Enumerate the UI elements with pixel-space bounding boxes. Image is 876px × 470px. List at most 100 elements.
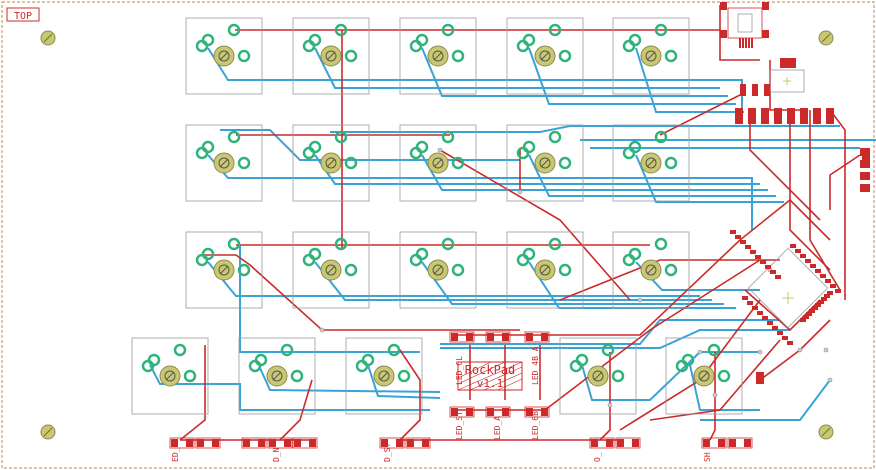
key-switch-footprint-icon — [131, 337, 209, 415]
smd-pad — [735, 108, 743, 124]
key-switch-footprint-icon — [185, 231, 263, 309]
led-diode-footprint — [485, 331, 511, 343]
led-diode-footprint — [195, 437, 221, 449]
mount-holes — [40, 30, 834, 440]
label-d-sy: D_SY — [383, 443, 392, 462]
smd-pad — [815, 269, 821, 273]
led-diode-footprint — [292, 437, 318, 449]
top-trace — [809, 110, 841, 291]
top-trace — [545, 239, 741, 336]
via-icon — [517, 189, 523, 195]
smd-pad — [787, 341, 793, 345]
smd-pad — [818, 300, 824, 304]
top-trace — [719, 5, 760, 61]
smd-pad — [824, 294, 830, 298]
key-switch-footprint-icon — [345, 337, 423, 415]
label-o: O_ — [593, 452, 602, 462]
smd-pad — [860, 148, 870, 156]
label-led-cl: LED_CL — [455, 356, 464, 385]
voltage-regulator — [769, 69, 805, 93]
led-diode-footprint — [524, 406, 550, 418]
smd-pad — [755, 255, 761, 259]
via-icon — [697, 349, 703, 355]
smd-pad — [742, 296, 748, 300]
key-switch-footprint-icon — [506, 231, 584, 309]
bottom-trace — [689, 364, 760, 411]
led-diode-footprint — [701, 437, 727, 449]
smd-pad — [860, 184, 870, 192]
led-diode-footprint — [379, 437, 405, 449]
smd-pad — [757, 311, 763, 315]
smd-pad — [815, 303, 821, 307]
smd-pad — [835, 289, 841, 293]
top-trace — [544, 259, 761, 411]
bottom-trace — [259, 367, 441, 393]
smd-pad — [809, 309, 815, 313]
smd-pad — [740, 240, 746, 244]
led-diode-footprint — [405, 437, 431, 449]
silkscreen-labels: LED_CL LED_ST LED_4B_A LED_A LED_6B ED_C… — [171, 346, 712, 462]
smd-pad — [760, 260, 766, 264]
smd-pad — [756, 372, 764, 384]
smd-pad — [827, 291, 833, 295]
mount-hole-icon — [40, 30, 56, 46]
smd-pad — [720, 2, 727, 10]
key-switch-footprint-icon — [399, 124, 477, 202]
top-trace — [599, 352, 611, 441]
board-version: v1.1 — [477, 377, 504, 390]
smd-pad — [762, 2, 769, 10]
top-trace — [649, 339, 781, 421]
top-trace — [659, 94, 741, 136]
smd-pad — [730, 230, 736, 234]
label-led-st: LED_ST — [455, 411, 464, 440]
via-icon — [607, 402, 613, 408]
smd-pad — [774, 108, 782, 124]
smd-pad — [803, 315, 809, 319]
smd-pad — [787, 108, 795, 124]
via-icon — [437, 147, 443, 153]
board-title: RockPad — [465, 363, 516, 377]
smd-pad — [767, 321, 773, 325]
bottom-trace — [635, 154, 784, 203]
top-layer-text: TOP — [14, 11, 32, 22]
smd-pad — [762, 316, 768, 320]
top-trace — [200, 254, 520, 331]
smd-pad — [742, 38, 744, 48]
key-switch-footprint-icon — [399, 17, 477, 95]
led-diode-footprint — [241, 437, 267, 449]
smd-pad — [720, 30, 727, 38]
smd-pad — [795, 249, 801, 253]
led-diode-footprint — [267, 437, 293, 449]
smd-pad — [775, 275, 781, 279]
top-trace — [179, 345, 206, 441]
smd-pad — [800, 108, 808, 124]
smd-pad — [748, 108, 756, 124]
key-switch-footprint-icon — [238, 337, 316, 415]
via-icon — [319, 327, 325, 333]
smd-pad — [821, 297, 827, 301]
bottom-trace — [220, 129, 520, 161]
via-icon — [827, 377, 833, 383]
smd-pad — [800, 254, 806, 258]
label-sh: SH — [703, 452, 712, 462]
smd-pad — [735, 235, 741, 239]
smd-pad — [752, 306, 758, 310]
key-switch-footprint-icon — [399, 231, 477, 309]
key-switch-footprint-icon — [665, 337, 743, 415]
mount-hole-icon — [40, 424, 56, 440]
smd-pad — [813, 108, 821, 124]
bottom-trace — [528, 154, 776, 197]
smd-pad — [860, 172, 870, 180]
smd-pad — [745, 38, 747, 48]
smd-pad — [782, 336, 788, 340]
bottom-trace — [440, 319, 780, 345]
top-layer-label: TOP — [6, 7, 40, 22]
led-diode-footprint — [727, 437, 753, 449]
mount-hole-icon — [818, 424, 834, 440]
key-switch-footprint-icon — [612, 17, 690, 95]
smd-pad — [748, 38, 750, 48]
top-trace — [829, 109, 846, 300]
bottom-trace — [440, 329, 790, 349]
